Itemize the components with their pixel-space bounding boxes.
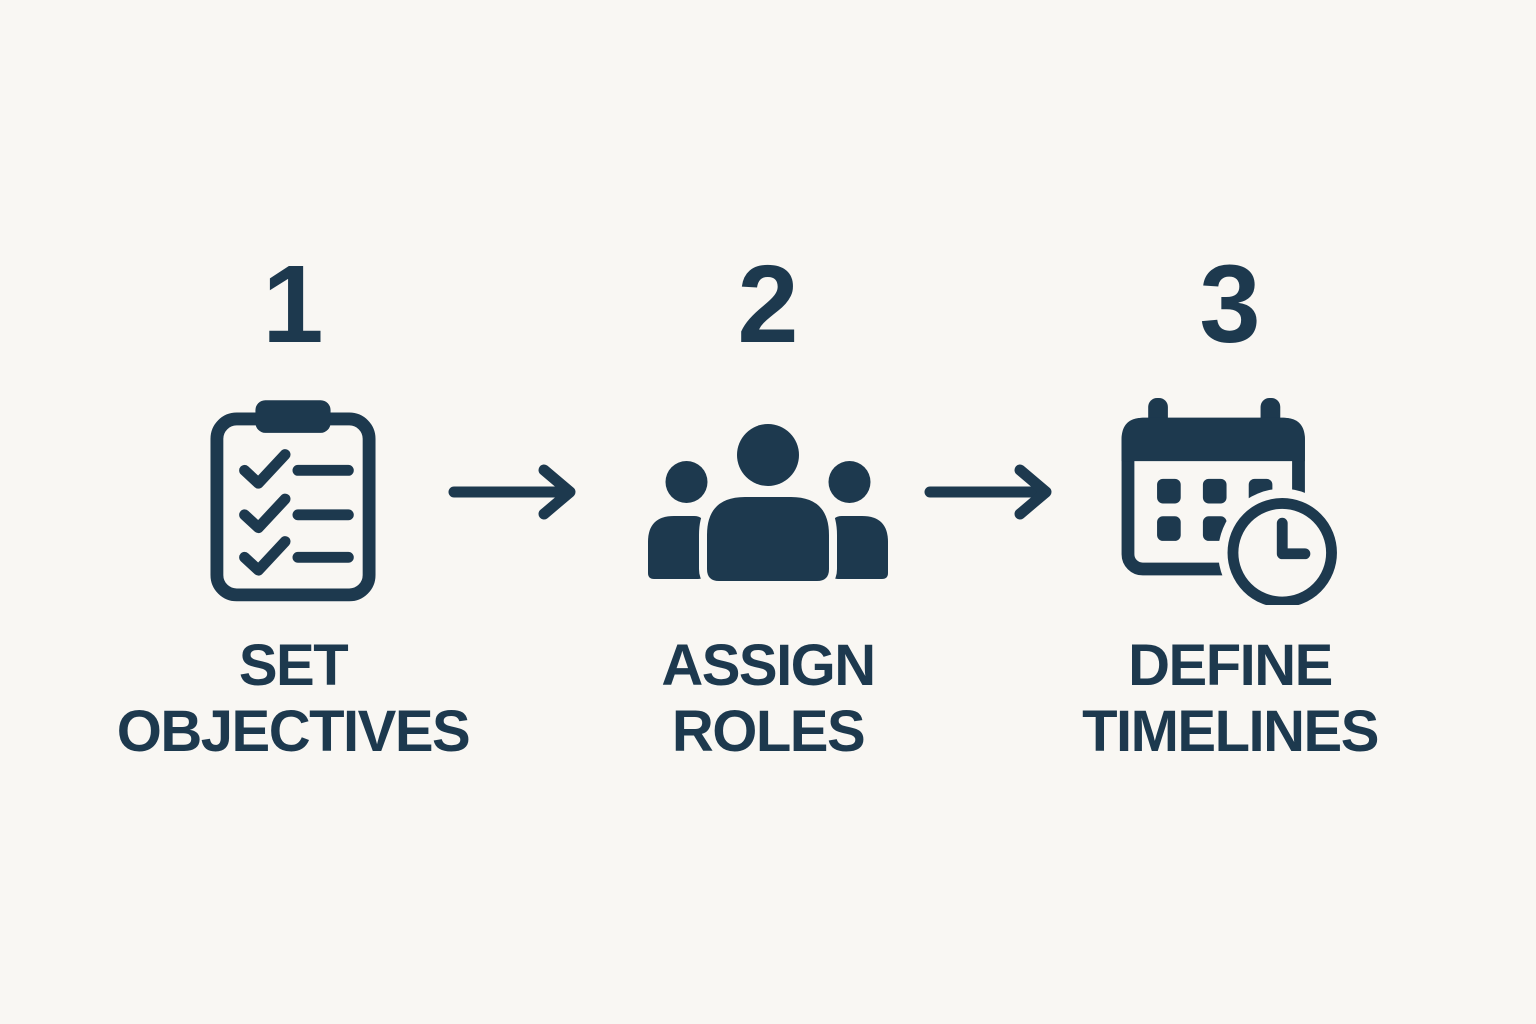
step-3-icon-wrap [1010,398,1450,605]
arrow-1 [448,464,580,525]
step-2-label-line2: ROLES [671,699,866,765]
step-1: 1 SET OBJECTIVES [73,250,513,765]
step-3: 3 DEFINE TIM [1010,250,1450,765]
step-1-label-line1: SET [238,633,349,698]
step-2-label-line1: ASSIGN [661,633,876,698]
step-2: 2 ASSIGN ROLES [548,250,988,765]
step-1-number: 1 [262,243,324,366]
step-1-icon-wrap [73,398,513,605]
step-1-label: SET OBJECTIVES [73,633,513,765]
step-2-label: ASSIGN ROLES [548,633,988,765]
step-3-label-line1: DEFINE [1128,633,1333,698]
arrow-right-icon [448,464,576,520]
step-3-label-line2: TIMELINES [1082,699,1379,765]
clipboard-checklist-icon [210,400,376,602]
step-3-number: 3 [1199,243,1261,366]
arrow-right-icon [924,464,1052,520]
people-group-icon [648,424,888,584]
step-1-label-line2: OBJECTIVES [116,699,471,765]
arrow-2 [924,464,1056,525]
calendar-clock-icon [1121,398,1339,605]
step-3-label: DEFINE TIMELINES [1010,633,1450,765]
step-2-number: 2 [737,243,799,366]
step-2-icon-wrap [548,398,988,605]
